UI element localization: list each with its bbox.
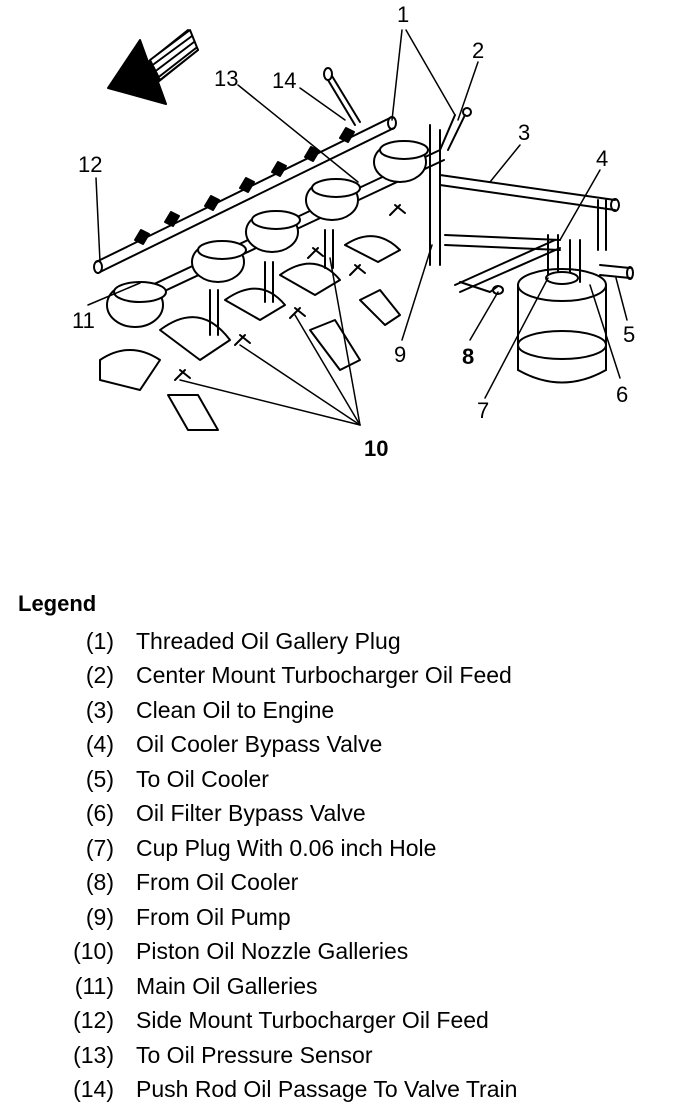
legend-item-number: (14) <box>73 1076 114 1103</box>
legend-item: (9) From Oil Pump <box>18 900 678 935</box>
legend-item-number: (12) <box>73 1007 114 1034</box>
direction-arrow-icon <box>107 29 199 105</box>
legend: Legend (1) Threaded Oil Gallery Plug (2) C… <box>18 590 678 1107</box>
legend-item-number: (6) <box>85 800 114 827</box>
legend-item: (5) To Oil Cooler <box>18 762 678 797</box>
callout-7: 7 <box>477 398 489 423</box>
legend-item-label: Oil Cooler Bypass Valve <box>136 731 383 758</box>
callout-4: 4 <box>596 146 608 171</box>
legend-item: (7) Cup Plug With 0.06 inch Hole <box>18 831 678 866</box>
callout-5: 5 <box>623 322 635 347</box>
legend-item-number: (11) <box>74 972 114 999</box>
legend-item: (12) Side Mount Turbocharger Oil Feed <box>18 1004 678 1039</box>
legend-item-label: Oil Filter Bypass Valve <box>136 800 366 827</box>
callout-3: 3 <box>518 120 530 145</box>
legend-item: (14) Push Rod Oil Passage To Valve Train <box>18 1073 678 1108</box>
legend-item-label: Main Oil Galleries <box>136 972 318 999</box>
leader-lines <box>87 29 628 426</box>
callout-13: 13 <box>214 66 238 91</box>
push-rod-passage <box>323 67 361 126</box>
legend-item-label: Threaded Oil Gallery Plug <box>136 627 401 654</box>
callout-9: 9 <box>394 342 406 367</box>
callout-2: 2 <box>472 38 484 63</box>
legend-item: (3) Clean Oil to Engine <box>18 693 678 728</box>
pistons <box>106 140 429 328</box>
legend-item-number: (7) <box>85 834 114 861</box>
oil-filter <box>517 199 607 384</box>
callout-11: 11 <box>72 308 95 333</box>
callout-10: 10 <box>364 436 388 461</box>
legend-item-label: From Oil Pump <box>136 903 291 930</box>
legend-item: (10) Piston Oil Nozzle Galleries <box>18 935 678 970</box>
legend-item-number: (3) <box>85 696 114 723</box>
callout-6: 6 <box>616 382 628 407</box>
legend-item: (4) Oil Cooler Bypass Valve <box>18 728 678 763</box>
legend-item-number: (1) <box>85 627 114 654</box>
oil-flow-diagram: 1 2 3 4 5 6 7 8 9 10 11 12 13 14 <box>72 2 635 461</box>
main-bearings <box>99 235 401 431</box>
legend-item: (13) To Oil Pressure Sensor <box>18 1038 678 1073</box>
callout-14: 14 <box>272 68 296 93</box>
legend-item-number: (2) <box>85 662 114 689</box>
legend-item: (11) Main Oil Galleries <box>18 969 678 1004</box>
legend-item: (2) Center Mount Turbocharger Oil Feed <box>18 659 678 694</box>
legend-item-label: Cup Plug With 0.06 inch Hole <box>136 834 437 861</box>
legend-item-label: Push Rod Oil Passage To Valve Train <box>136 1076 518 1103</box>
legend-item-label: Clean Oil to Engine <box>136 696 335 723</box>
legend-item-number: (5) <box>85 765 114 792</box>
legend-title: Legend <box>18 591 97 616</box>
legend-item-label: Piston Oil Nozzle Galleries <box>136 938 409 965</box>
legend-item-label: To Oil Pressure Sensor <box>136 1041 373 1068</box>
callout-12: 12 <box>78 152 102 177</box>
legend-item: (6) Oil Filter Bypass Valve <box>18 797 678 832</box>
legend-item-number: (9) <box>85 903 114 930</box>
legend-item: (8) From Oil Cooler <box>18 866 678 901</box>
oil-nozzles <box>174 204 406 381</box>
legend-item-label: Side Mount Turbocharger Oil Feed <box>136 1007 489 1034</box>
callout-8: 8 <box>462 344 474 369</box>
legend-item-number: (10) <box>73 938 114 965</box>
legend-item-number: (8) <box>85 869 114 896</box>
legend-item-label: From Oil Cooler <box>136 869 299 896</box>
legend-item-label: To Oil Cooler <box>136 765 269 792</box>
callout-1: 1 <box>397 2 409 27</box>
center-turbo-feed <box>429 107 472 151</box>
legend-item-number: (4) <box>85 731 114 758</box>
legend-item: (1) Threaded Oil Gallery Plug <box>18 624 678 659</box>
legend-item-number: (13) <box>73 1041 114 1068</box>
legend-item-label: Center Mount Turbocharger Oil Feed <box>136 662 512 689</box>
